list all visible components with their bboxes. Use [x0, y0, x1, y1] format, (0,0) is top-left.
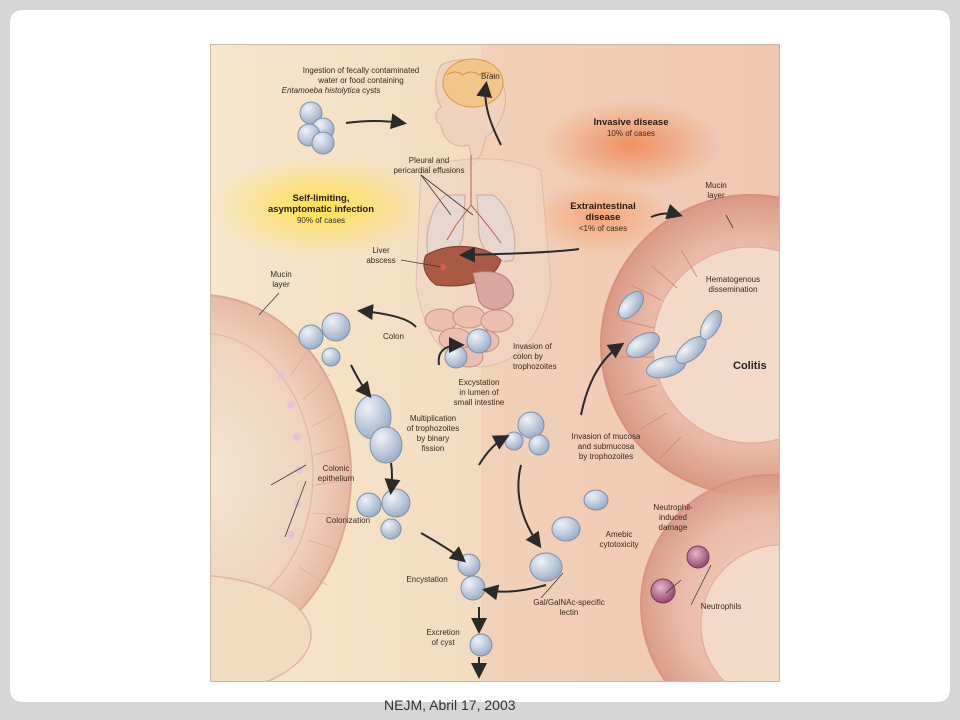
label-amebic-line1: Amebic	[606, 530, 633, 539]
label-amebic-line2: cytotoxicity	[599, 540, 638, 549]
label-excretion-line1: Excretion	[426, 628, 459, 637]
label-self-limiting-line1: Self-limiting,	[293, 193, 350, 204]
label-extraintestinal-line3: <1% of cases	[579, 224, 627, 233]
extraintestinal-glow	[531, 179, 671, 255]
label-hematogenous-line2: dissemination	[709, 285, 758, 294]
label-mucin-left-line1: Mucin	[270, 270, 291, 279]
leader-lines	[258, 174, 734, 606]
label-neutrophil-damage-line1: Neutrophil-	[653, 503, 692, 512]
label-invasive-title: Invasive disease	[594, 117, 669, 128]
label-invasive-subtitle: 10% of cases	[607, 129, 655, 138]
label-lectin-line1: Gal/GalNAc-specific	[533, 598, 605, 607]
label-ingestion-species: Entamoeba histolytica	[282, 86, 361, 95]
label-invasion-colon-line3: trophozoites	[513, 362, 557, 371]
right-colon-cross-section	[600, 194, 779, 681]
label-excystation-line1: Excystation	[459, 378, 500, 387]
label-neutrophil-damage-line2: induced	[659, 513, 687, 522]
label-hematogenous-line1: Hematogenous	[706, 275, 760, 284]
label-ingestion-cysts: cysts	[360, 86, 380, 95]
label-invasion-colon-line2: colon by	[513, 352, 543, 361]
cyst-cluster-ingestion	[297, 101, 335, 155]
label-colonic-epithelium-line1: Colonic	[323, 464, 350, 473]
label-excystation-line2: in lumen of	[459, 388, 499, 397]
label-pleural-line2: pericardial effusions	[393, 166, 464, 175]
label-extraintestinal-line1: Extraintestinal	[570, 201, 635, 212]
label-ingestion-line1: Ingestion of fecally contaminated	[303, 66, 420, 75]
label-multiplication-line4: fission	[422, 444, 445, 453]
label-encystation: Encystation	[406, 575, 447, 584]
label-brain: Brain	[481, 72, 500, 81]
label-invasion-mucosa-line3: by trophozoites	[579, 452, 633, 461]
invasive-glow	[541, 100, 721, 190]
citation: NEJM, Abril 17, 2003	[384, 697, 516, 713]
label-liver-line2: abscess	[366, 256, 395, 265]
label-extraintestinal-line2: disease	[586, 212, 621, 223]
label-ingestion-line3: Entamoeba histolytica cysts	[282, 86, 381, 95]
neutrophil-cells	[650, 545, 710, 604]
label-colonization: Colonization	[326, 516, 370, 525]
label-lectin-line2: lectin	[560, 608, 579, 617]
label-mucin-right-line2: layer	[707, 191, 725, 200]
label-neutrophils: Neutrophils	[701, 602, 741, 611]
human-body-illustration	[415, 58, 552, 368]
label-mucin-right-line1: Mucin	[705, 181, 726, 190]
label-colitis: Colitis	[733, 360, 767, 372]
label-pleural-line1: Pleural and	[409, 156, 449, 165]
label-multiplication-line1: Multiplication	[410, 414, 456, 423]
label-liver-line1: Liver	[372, 246, 390, 255]
label-multiplication-line3: by binary	[417, 434, 449, 443]
diagram-svg: Ingestion of fecally contaminated water …	[211, 45, 779, 681]
self-limiting-glow	[211, 157, 431, 257]
label-ingestion-line2: water or food containing	[317, 76, 403, 85]
label-colon: Colon	[383, 332, 404, 341]
label-colonic-epithelium-line2: epithelium	[318, 474, 355, 483]
label-invasion-mucosa-line1: Invasion of mucosa	[572, 432, 641, 441]
trophozoites-left-path	[298, 312, 493, 657]
flow-arrows	[345, 81, 683, 679]
label-self-limiting-line3: 90% of cases	[297, 216, 345, 225]
label-excystation-line3: small intestine	[454, 398, 505, 407]
label-multiplication-line2: of trophozoites	[407, 424, 459, 433]
amebiasis-life-cycle-figure: Ingestion of fecally contaminated water …	[210, 44, 780, 682]
label-mucin-left-line2: layer	[272, 280, 290, 289]
slide: Ingestion of fecally contaminated water …	[10, 10, 950, 702]
label-invasion-colon-line1: Invasion of	[513, 342, 552, 351]
label-neutrophil-damage-line3: damage	[659, 523, 688, 532]
label-invasion-mucosa-line2: and submucosa	[578, 442, 635, 451]
left-colon-cross-section	[211, 294, 352, 681]
label-self-limiting-line2: asymptomatic infection	[268, 204, 374, 215]
label-excretion-line2: of cyst	[431, 638, 455, 647]
